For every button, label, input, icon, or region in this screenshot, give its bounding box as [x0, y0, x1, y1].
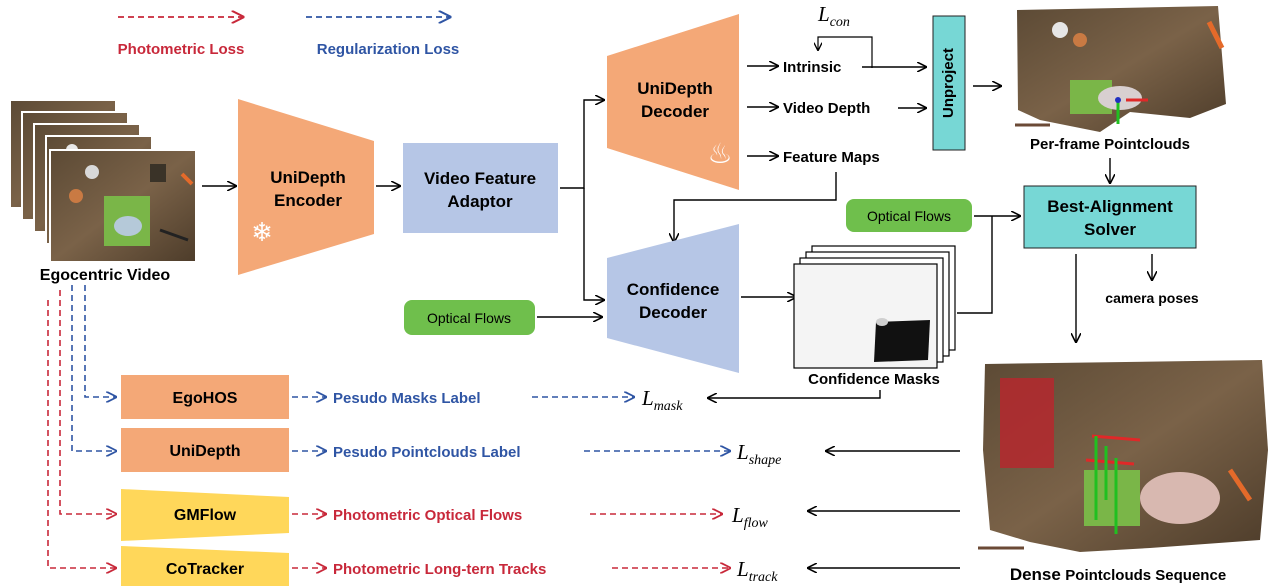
- unidepth-decoder-block: [607, 14, 739, 190]
- legend-photometric-label: Photometric Loss: [118, 41, 245, 58]
- optical-flows-label-bottom: Optical Flows: [427, 310, 511, 326]
- confidence-decoder-block: [607, 224, 739, 373]
- loss-flow: Lflow: [731, 503, 768, 531]
- feed-cotracker: [47, 300, 116, 568]
- loss-track: Ltrack: [736, 557, 778, 585]
- egocentric-video-label: Egocentric Video: [40, 267, 171, 284]
- con-loop-arrow: [818, 36, 873, 68]
- camera-poses-label: camera poses: [1105, 290, 1199, 306]
- legend-regularization-label: Regularization Loss: [317, 41, 460, 58]
- loss-mask: Lmask: [641, 386, 683, 414]
- egohos-label: EgoHOS: [173, 390, 238, 407]
- cotracker-label: CoTracker: [166, 561, 244, 578]
- arrow-feature-maps-to-confidence: [674, 172, 837, 242]
- per-frame-pointcloud-image: [1015, 6, 1226, 132]
- front-video-frame: [49, 149, 197, 263]
- gmflow-block: [121, 489, 289, 541]
- confidence-decoder-line-1: Confidence: [627, 280, 720, 299]
- loss-con-label: Lcon: [817, 2, 850, 30]
- egohos-output: Pesudo Masks Label: [333, 390, 481, 407]
- gmflow-output: Photometric Optical Flows: [333, 507, 522, 524]
- optical-flows-label-top: Optical Flows: [867, 208, 951, 224]
- egohos-block: [121, 375, 289, 419]
- confidence-masks-stack: [793, 245, 956, 369]
- loss-shape: Lshape: [736, 440, 781, 468]
- output-feature-maps: Feature Maps: [783, 149, 880, 166]
- encoder-line-1: UniDepth: [270, 168, 346, 187]
- solver-line-1: Best-Alignment: [1047, 197, 1173, 216]
- optical-flows-box-bottom: [404, 300, 535, 335]
- solver-block: [1023, 185, 1197, 249]
- output-video-depth: Video Depth: [783, 100, 870, 117]
- cotracker-block: [121, 546, 289, 586]
- flame-icon: ♨: [707, 138, 732, 169]
- arrow-masks-to-lmask: [708, 390, 881, 398]
- line-masks-to-solver: [957, 216, 993, 314]
- unidepth-decoder-line-1: UniDepth: [637, 79, 713, 98]
- unidepth-label: UniDepth: [169, 443, 240, 460]
- gmflow-label: GMFlow: [174, 507, 237, 524]
- encoder-line-2: Encoder: [274, 191, 342, 210]
- output-intrinsic: Intrinsic: [783, 59, 841, 76]
- cotracker-output: Photometric Long-tern Tracks: [333, 561, 546, 578]
- unproject-label: Unproject: [940, 48, 957, 118]
- snowflake-icon: ❄: [251, 217, 273, 247]
- adaptor-line-1: Video Feature: [424, 169, 536, 188]
- dense-pointcloud-image: [978, 360, 1268, 552]
- adaptor-block: [403, 143, 558, 233]
- optical-flows-box-top: [846, 199, 972, 232]
- unidepth-decoder-line-2: Decoder: [641, 102, 709, 121]
- dense-sequence-label: Dense Pointclouds Sequence: [1010, 565, 1226, 584]
- per-frame-pointclouds-label: Per-frame Pointclouds: [1030, 136, 1190, 153]
- unidepth-block: [121, 428, 289, 472]
- egocentric-video-frames: [9, 99, 197, 263]
- arrow-adaptor-to-unidepth-decoder: [560, 100, 604, 189]
- unproject-block: [932, 15, 966, 151]
- feed-gmflow: [59, 290, 116, 514]
- adaptor-line-2: Adaptor: [447, 192, 513, 211]
- arrow-adaptor-to-confidence-decoder: [583, 188, 604, 300]
- confidence-decoder-line-2: Decoder: [639, 303, 707, 322]
- encoder-block: [238, 99, 374, 275]
- confidence-masks-label: Confidence Masks: [808, 371, 940, 388]
- solver-line-2: Solver: [1084, 220, 1136, 239]
- feed-unidepth: [71, 285, 116, 451]
- unidepth-output: Pesudo Pointclouds Label: [333, 444, 521, 461]
- feed-egohos: [84, 285, 116, 397]
